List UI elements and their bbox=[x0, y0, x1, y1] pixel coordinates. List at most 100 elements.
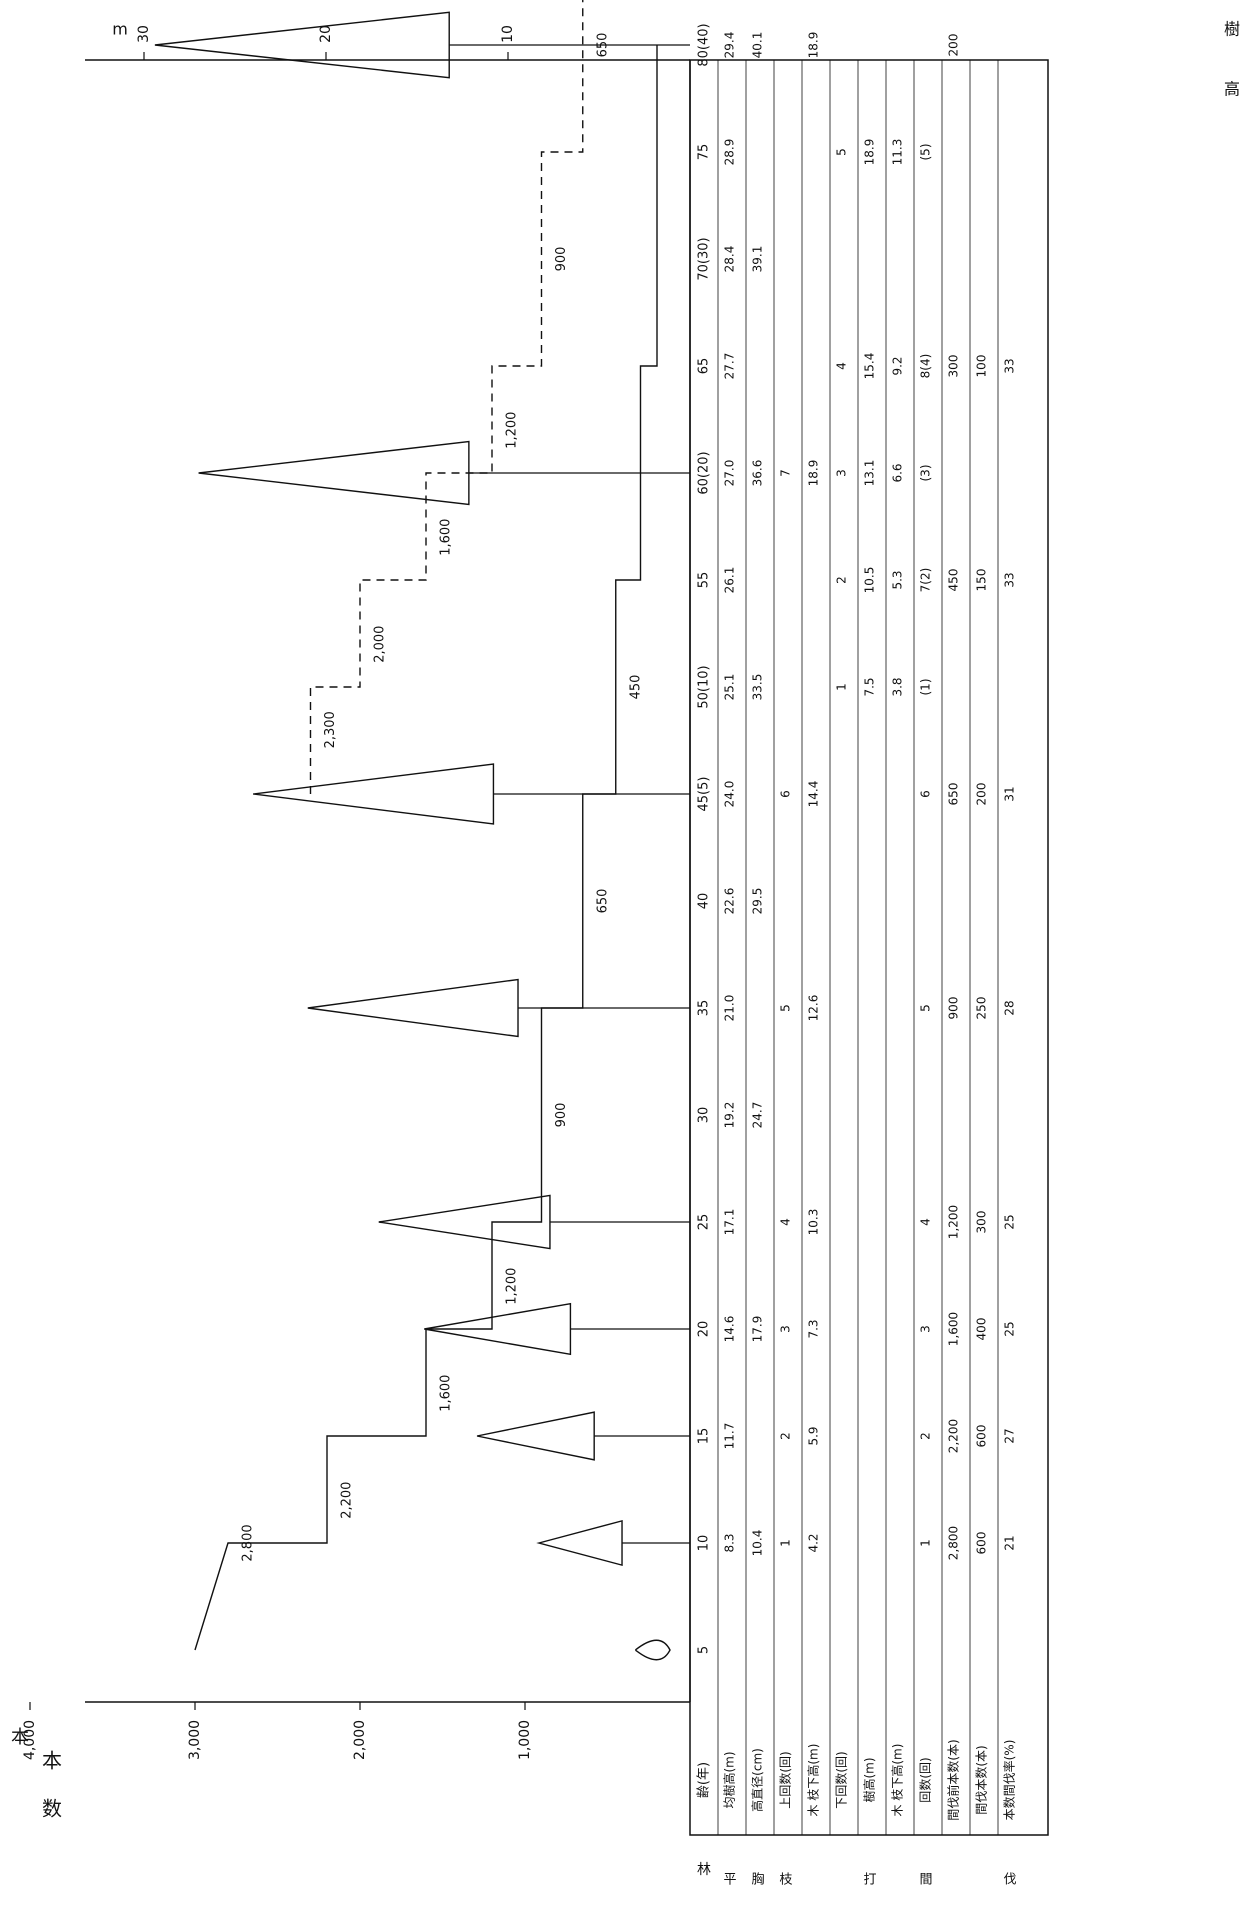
table-cell: 1 bbox=[779, 1539, 793, 1547]
table-cell: 24.7 bbox=[751, 1102, 765, 1129]
age-tick-label: 50(10) bbox=[697, 665, 712, 708]
table-row-label: 木 枝下高(m) bbox=[890, 1744, 905, 1817]
table-cell: 5 bbox=[779, 1004, 793, 1012]
table-cell: 3 bbox=[919, 1325, 933, 1333]
table-cell: 18.9 bbox=[807, 460, 821, 487]
dashed-step-label: 900 bbox=[554, 247, 569, 272]
table-cell: 2,200 bbox=[947, 1419, 961, 1453]
table-cell: 200 bbox=[975, 783, 989, 806]
table-cell: 18.9 bbox=[807, 32, 821, 59]
age-tick-label: 60(20) bbox=[697, 451, 712, 494]
height-tick-label: 30 bbox=[136, 25, 152, 43]
table-row-label: 均樹高(m) bbox=[722, 1751, 737, 1808]
table-row-group: 打 bbox=[863, 1873, 876, 1888]
table-row-label: 本数間伐率(%) bbox=[1002, 1740, 1017, 1821]
table-cell: 24.0 bbox=[723, 781, 737, 808]
table-row-label: 高直径(cm) bbox=[750, 1748, 765, 1812]
age-tick-label: 5 bbox=[697, 1646, 712, 1654]
table-cell: 3.8 bbox=[891, 677, 905, 696]
table-cell: 39.1 bbox=[751, 246, 765, 273]
table-cell: 4 bbox=[835, 362, 849, 370]
table-row-label: 回数(回) bbox=[918, 1757, 933, 1802]
table-cell: 8(4) bbox=[919, 354, 933, 379]
table-cell: 25.1 bbox=[723, 674, 737, 701]
age-tick-label: 30 bbox=[697, 1107, 712, 1124]
tree-glyph-triangle bbox=[476, 1411, 595, 1461]
table-cell: 2,800 bbox=[947, 1526, 961, 1560]
count-axis-unit: 本 bbox=[11, 1727, 29, 1748]
table-row-label: 間伐本数(本) bbox=[974, 1745, 989, 1814]
table-cell: 28.4 bbox=[723, 246, 737, 273]
table-cell: 10.4 bbox=[751, 1530, 765, 1557]
table-cell: 12.6 bbox=[807, 995, 821, 1022]
table-cell: 300 bbox=[947, 355, 961, 378]
age-tick-label: 40 bbox=[697, 893, 712, 910]
table-row-group: 胸 bbox=[751, 1873, 764, 1888]
table-cell: 100 bbox=[975, 355, 989, 378]
dashed-step-label: 2,000 bbox=[373, 626, 388, 663]
table-cell: 5.9 bbox=[807, 1426, 821, 1445]
table-cell: 2 bbox=[835, 576, 849, 584]
age-tick-label: 65 bbox=[697, 358, 712, 375]
age-tick-label: 35 bbox=[697, 1000, 712, 1017]
solid-step-label: 1,200 bbox=[505, 1268, 520, 1305]
table-cell: 3 bbox=[835, 469, 849, 477]
table-cell: 7(2) bbox=[919, 568, 933, 593]
table-cell: 13.1 bbox=[863, 460, 877, 487]
table-cell: 29.4 bbox=[723, 32, 737, 59]
table-cell: 19.2 bbox=[723, 1102, 737, 1129]
table-cell: 25 bbox=[1003, 1321, 1017, 1336]
tree-glyph-triangle bbox=[307, 978, 519, 1038]
age-tick-label: 10 bbox=[697, 1535, 712, 1552]
table-cell: 25 bbox=[1003, 1214, 1017, 1229]
table-cell: 7.3 bbox=[807, 1319, 821, 1338]
dashed-step-label: 1,600 bbox=[439, 519, 454, 556]
age-tick-label: 55 bbox=[697, 572, 712, 589]
table-cell: 5 bbox=[835, 148, 849, 156]
table-cell: 28.9 bbox=[723, 139, 737, 166]
age-tick-label: 75 bbox=[697, 144, 712, 161]
table-cell: 7 bbox=[779, 469, 793, 477]
table-cell: 10.5 bbox=[863, 567, 877, 594]
height-axis-unit: m bbox=[112, 20, 128, 39]
table-cell: 600 bbox=[975, 1532, 989, 1555]
table-cell: 5 bbox=[919, 1004, 933, 1012]
age-tick-label: 70(30) bbox=[697, 237, 712, 280]
table-cell: 14.4 bbox=[807, 781, 821, 808]
tree-glyph-triangle bbox=[536, 1519, 623, 1567]
table-cell: 11.3 bbox=[891, 139, 905, 166]
table-cell: 15.4 bbox=[863, 353, 877, 380]
height-tick-label: 20 bbox=[318, 25, 334, 43]
table-cell: 450 bbox=[947, 569, 961, 592]
solid-step-label: 650 bbox=[595, 889, 610, 914]
count-tick-label: 2,000 bbox=[352, 1720, 368, 1760]
table-cell: (5) bbox=[919, 144, 933, 161]
age-tick-label: 15 bbox=[697, 1428, 712, 1445]
table-cell: 250 bbox=[975, 997, 989, 1020]
table-cell: 1 bbox=[919, 1539, 933, 1547]
table-cell: 14.6 bbox=[723, 1316, 737, 1343]
table-cell: 200 bbox=[947, 34, 961, 57]
table-cell: 6 bbox=[779, 790, 793, 798]
table-cell: 27.7 bbox=[723, 353, 737, 380]
table-cell: 6.6 bbox=[891, 463, 905, 482]
table-cell: 10.3 bbox=[807, 1209, 821, 1236]
table-header-cell: 齢(年) bbox=[697, 1762, 712, 1798]
table-cell: 40.1 bbox=[751, 32, 765, 59]
solid-step-label: 1,600 bbox=[439, 1375, 454, 1412]
table-cell: 400 bbox=[975, 1318, 989, 1341]
table-cell: 3 bbox=[779, 1325, 793, 1333]
table-row-label: 上回数(回) bbox=[778, 1751, 793, 1808]
table-cell: 4 bbox=[779, 1218, 793, 1226]
solid-step-label: 900 bbox=[554, 1103, 569, 1128]
tree-glyph-drop bbox=[634, 1639, 671, 1661]
height-tick-label: 10 bbox=[500, 25, 516, 43]
table-cell: 11.7 bbox=[723, 1423, 737, 1450]
table-cell: 27.0 bbox=[723, 460, 737, 487]
table-header-cell: 林 bbox=[697, 1862, 711, 1878]
table-cell: 17.9 bbox=[751, 1316, 765, 1343]
table-cell: 4 bbox=[919, 1218, 933, 1226]
count-axis-label-char: 本 bbox=[42, 1749, 62, 1773]
table-cell: 900 bbox=[947, 997, 961, 1020]
